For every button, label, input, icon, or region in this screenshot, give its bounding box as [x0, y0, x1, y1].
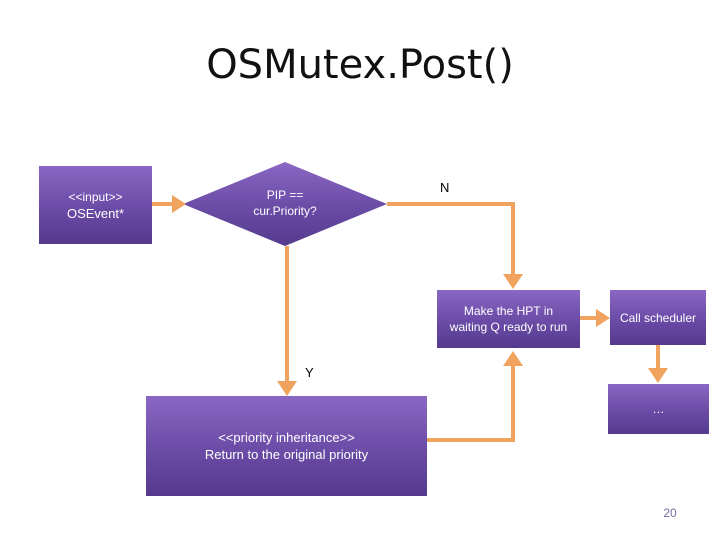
arrowhead-make-hpt-to-scheduler — [596, 309, 610, 327]
priority-inheritance-node: <<priority inheritance>> Return to the o… — [146, 396, 427, 496]
make-hpt-line-2: waiting Q ready to run — [449, 320, 568, 334]
arrowhead-scheduler-to-ellipsis — [648, 368, 668, 383]
make-hpt-node: Make the HPT in waiting Q ready to run — [437, 290, 580, 348]
make-hpt-line-1: Make the HPT in — [463, 304, 554, 318]
input-node-stereotype: <<input>> — [68, 189, 123, 204]
priority-inheritance-stereotype: <<priority inheritance>> — [218, 430, 355, 445]
edge-label-yes: Y — [305, 365, 314, 380]
slide-title: OSMutex.Post() — [206, 42, 514, 88]
arrowhead-no-branch — [503, 274, 523, 289]
input-node-label: OSEvent* — [66, 205, 125, 221]
page-number: 20 — [663, 506, 677, 520]
edge-label-no: N — [440, 180, 450, 195]
arrowhead-input-to-decision — [172, 195, 186, 213]
call-scheduler-node: Call scheduler — [610, 290, 706, 345]
decision-diamond — [183, 162, 387, 246]
decision-text: PIP == cur.Priority? — [220, 187, 350, 219]
arrowhead-inheritance-to-make-hpt — [503, 351, 523, 366]
input-node: <<input>> OSEvent* — [39, 166, 152, 244]
priority-inheritance-label: Return to the original priority — [204, 447, 369, 462]
arrow-no-branch — [387, 202, 515, 276]
decision-line-1: PIP == — [266, 188, 304, 202]
arrow-inheritance-to-make-hpt — [427, 364, 515, 442]
call-scheduler-label: Call scheduler — [619, 310, 697, 325]
arrowhead-yes-branch — [277, 381, 297, 396]
ellipsis-label: … — [652, 402, 665, 416]
decision-line-2: cur.Priority? — [253, 204, 317, 218]
ellipsis-node: … — [608, 384, 709, 434]
